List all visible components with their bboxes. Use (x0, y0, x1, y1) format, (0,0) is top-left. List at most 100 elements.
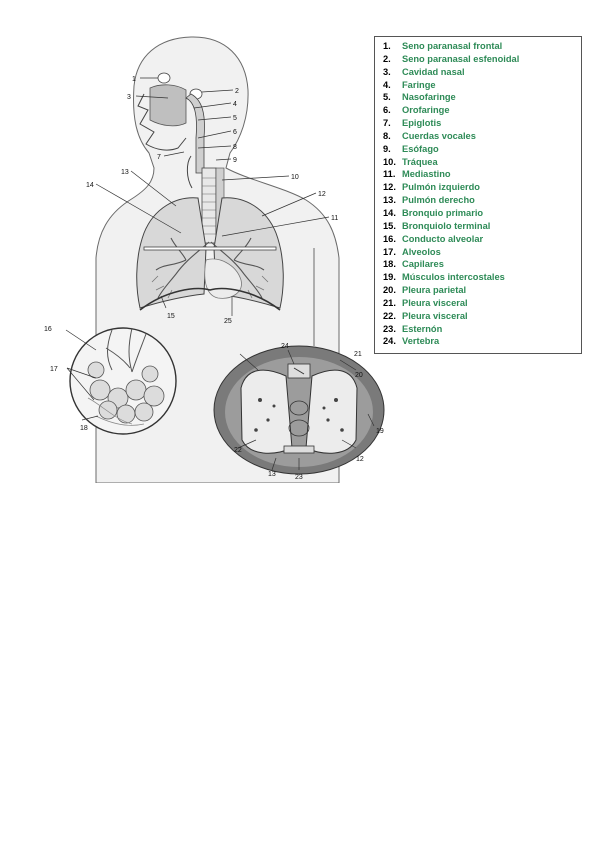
thorax-cross-section (213, 345, 385, 475)
label-9: 9 (233, 157, 237, 164)
legend-item: 11. Mediastino (383, 168, 581, 181)
label-section-19: 19 (376, 428, 384, 435)
legend-number: 14. (383, 207, 396, 218)
legend-number: 9. (383, 143, 391, 154)
legend-label: Alveolos (402, 246, 441, 257)
legend-item: 9.Esófago (383, 143, 581, 156)
legend-number: 16. (383, 233, 396, 244)
legend-number: 20. (383, 285, 396, 296)
legend-label: Bronquio primario (402, 207, 484, 218)
legend-number: 6. (383, 105, 391, 116)
legend-item: 7. Epiglotis (383, 117, 581, 130)
label-14: 14 (86, 182, 94, 189)
label-15: 15 (167, 313, 175, 320)
legend-label: Orofaringe (402, 105, 450, 116)
legend-item: 23. Esternón (383, 323, 581, 336)
label-25: 25 (224, 318, 232, 325)
label-section-20: 20 (355, 372, 363, 379)
legend-number: 15. (383, 220, 396, 231)
legend-item: 1. Seno paranasal frontal (383, 40, 581, 53)
legend-label: Cuerdas vocales (402, 130, 476, 141)
legend-item: 17.Alveolos (383, 246, 581, 259)
respiratory-system-diagram: 1 2 3 4 5 6 7 8 9 10 13 14 12 11 15 25 1… (36, 28, 386, 483)
legend-number: 5. (383, 92, 391, 103)
legend-box: 1. Seno paranasal frontal 2. Seno paranasa… (374, 36, 582, 354)
legend-number: 7. (383, 118, 391, 129)
legend-label: Esternón (402, 323, 443, 334)
legend-label: Epiglotis (402, 118, 442, 129)
legend-item: 4. Faringe (383, 79, 581, 92)
label-17: 17 (50, 366, 58, 373)
legend-label: Seno paranasal esfenoidal (402, 53, 520, 64)
label-7: 7 (157, 154, 161, 161)
legend-item: 19. Músculos intercostales (383, 271, 581, 284)
label-section-24: 24 (281, 343, 289, 350)
legend-number: 4. (383, 79, 391, 90)
label-section-12: 12 (356, 456, 364, 463)
label-13: 13 (121, 169, 129, 176)
label-5: 5 (233, 115, 237, 122)
legend-number: 24. (383, 336, 396, 347)
leader-lines (95, 77, 330, 346)
legend-item: 20. Pleura parietal (383, 284, 581, 297)
legend-label: Faringe (402, 79, 436, 90)
legend-label: Pleura parietal (402, 285, 467, 296)
legend-item: 2. Seno paranasal esfenoidal (383, 53, 581, 66)
legend-label: Seno paranasal frontal (402, 41, 503, 51)
legend-item: 15. Bronquiolo terminal (383, 220, 581, 233)
alveoli-magnified-view (65, 327, 177, 435)
label-section-13: 13 (268, 471, 276, 478)
legend-item: 18. Capilares (383, 258, 581, 271)
legend-number: 8. (383, 130, 391, 141)
legend-item: 21. Pleura visceral (383, 297, 581, 310)
label-11: 11 (331, 215, 338, 222)
diagram-labels: 1 2 3 4 5 6 7 8 9 10 13 14 12 11 15 25 1… (44, 76, 384, 481)
legend-label: Vertebra (402, 336, 440, 347)
legend-number: 12. (383, 182, 396, 193)
legend-label: Conducto alveolar (402, 233, 484, 244)
legend-item: 22. Pleura visceral (383, 310, 581, 323)
legend-number: 2. (383, 53, 391, 64)
legend-number: 21. (383, 297, 396, 308)
legend-number: 22. (383, 310, 396, 321)
label-6: 6 (233, 129, 237, 136)
legend-item: 3. Cavidad nasal (383, 66, 581, 79)
label-1: 1 (132, 76, 136, 83)
legend-label: Músculos intercostales (402, 272, 505, 283)
legend-number: 23. (383, 323, 396, 334)
legend-label: Pleura visceral (402, 310, 468, 321)
legend-number: 13. (383, 195, 396, 206)
legend-label: Mediastino (402, 169, 451, 180)
legend-item: 12. Pulmón izquierdo (383, 181, 581, 194)
label-2: 2 (235, 88, 239, 95)
legend-number: 1. (383, 41, 391, 51)
head-airways (137, 72, 205, 189)
legend-number: 19. (383, 272, 396, 283)
legend-item: 14. Bronquio primario (383, 207, 581, 220)
legend-item: 5.Nasofaringe (383, 91, 581, 104)
legend-item: 16. Conducto alveolar (383, 233, 581, 246)
legend-item: 24. Vertebra (383, 335, 581, 348)
legend-number: 3. (383, 66, 391, 77)
label-18: 18 (80, 425, 88, 432)
legend-number: 18. (383, 259, 396, 270)
label-section-22: 22 (234, 447, 242, 454)
legend-item: 13. Pulmón derecho (383, 194, 581, 207)
legend-label: Capilares (402, 259, 444, 270)
legend-item: 8. Cuerdas vocales (383, 130, 581, 143)
legend-label: Pulmón izquierdo (402, 182, 480, 193)
label-section-21: 21 (354, 351, 362, 358)
legend-label: Cavidad nasal (402, 66, 465, 77)
legend-label: Pulmón derecho (402, 195, 475, 206)
label-3: 3 (127, 94, 131, 101)
lungs (136, 197, 284, 311)
label-section-23: 23 (295, 474, 303, 481)
legend-number: 11. (383, 169, 396, 180)
legend-number: 10. (383, 156, 396, 167)
legend-list: 1. Seno paranasal frontal 2. Seno paranasa… (375, 37, 581, 348)
legend-label: Bronquiolo terminal (402, 220, 491, 231)
label-8: 8 (233, 144, 237, 151)
legend-label: Pleura visceral (402, 297, 468, 308)
label-10: 10 (291, 174, 299, 181)
label-16: 16 (44, 326, 52, 333)
